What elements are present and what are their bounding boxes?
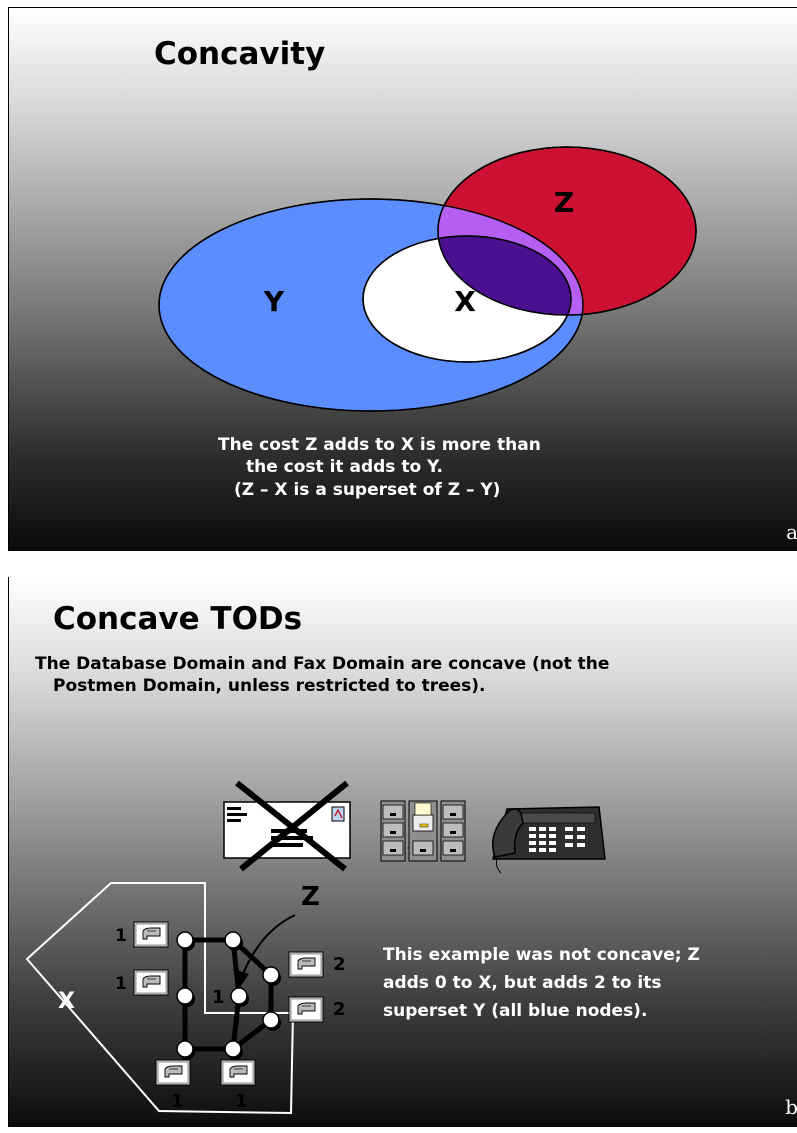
label-z: Z — [554, 186, 574, 219]
intro-text: The Database Domain and Fax Domain are c… — [35, 653, 609, 697]
caption-line-2: the cost it adds to Y. — [246, 457, 443, 477]
slide-concavity: Concavity Y X Z The cost Z adds to X is … — [8, 7, 797, 551]
mailbox-left-lower — [133, 969, 169, 996]
slide-a-title: Concavity — [154, 36, 326, 72]
example-line-1: This example was not concave; Z — [383, 945, 700, 965]
graph-label-left-1: 1 — [115, 926, 127, 946]
label-x: X — [454, 285, 476, 318]
slide-a-corner-letter: a — [786, 520, 797, 544]
label-y: Y — [263, 285, 285, 318]
caption-line-3: (Z – X is a superset of Z – Y) — [234, 480, 501, 500]
z-arrow-head — [233, 969, 249, 987]
graph-label-bottom-1: 1 — [171, 1091, 184, 1112]
graph-label-right-1: 2 — [333, 954, 346, 975]
mailbox-right-upper — [288, 951, 324, 978]
mailbox-left-upper — [133, 921, 169, 948]
graph-edges — [182, 937, 274, 1052]
graph-label-center: 1 — [212, 987, 225, 1008]
region-x-outline — [25, 882, 295, 1115]
slide-concave-tods: Concave TODs The Database Domain and Fax… — [8, 577, 797, 1127]
caption-line-1: The cost Z adds to X is more than — [218, 435, 541, 455]
intro-line-1: The Database Domain and Fax Domain are c… — [35, 654, 610, 674]
intro-line-2: Postmen Domain, unless restricted to tre… — [53, 676, 486, 696]
tod-illustration: X Z 1 1 1 2 2 1 1 — [25, 780, 606, 1115]
mailbox-bottom-left — [155, 1059, 191, 1086]
graph-label-z: Z — [301, 882, 320, 912]
envelope-cross-out — [235, 780, 349, 872]
graph-nodes — [176, 931, 281, 1060]
example-line-2: adds 0 to X, but adds 2 to its — [383, 973, 662, 993]
graph-label-right-2: 2 — [333, 999, 346, 1020]
z-arrow — [240, 914, 296, 980]
venn-diagram: Y X Z — [158, 146, 697, 412]
mailbox-bottom-right — [220, 1059, 256, 1086]
telephone-icon — [492, 806, 606, 874]
graph-label-x: X — [58, 989, 75, 1014]
slide-b-corner-letter: b — [785, 1095, 797, 1119]
slide-b-title: Concave TODs — [53, 601, 303, 637]
filing-cabinet-icon — [380, 800, 466, 862]
example-line-3: superset Y (all blue nodes). — [383, 1001, 648, 1021]
graph-label-left-2: 1 — [115, 974, 127, 994]
graph-label-bottom-2: 1 — [235, 1091, 248, 1112]
mailbox-right-lower — [288, 996, 324, 1023]
